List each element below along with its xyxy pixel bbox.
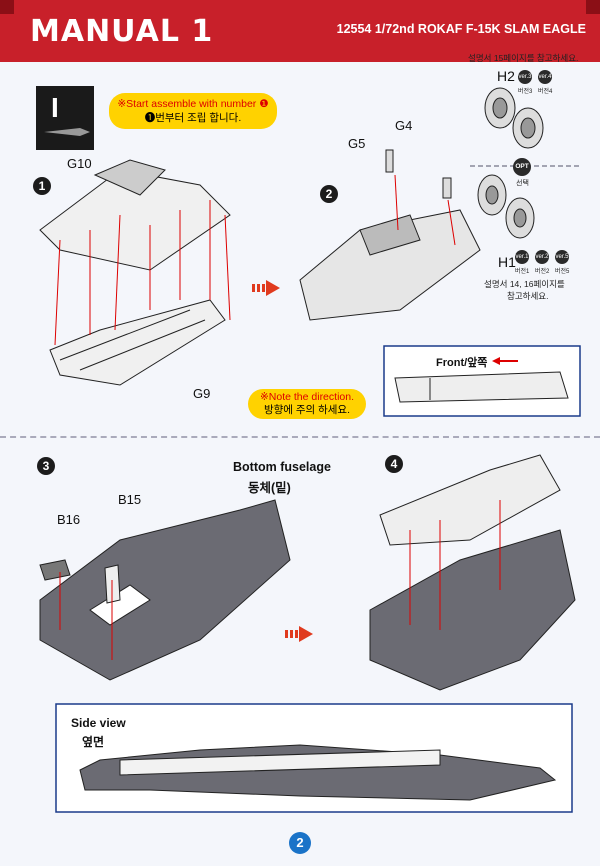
section-letter: I — [51, 92, 59, 123]
start-note-en: ※Start assemble with number ❶ — [117, 98, 269, 110]
ver2-icon: ver.2 — [535, 250, 549, 264]
part-h1-label: H1 — [498, 254, 516, 270]
part-b15-label: B15 — [118, 492, 142, 507]
direction-note-ko: 방향에 주의 하세요. — [263, 404, 351, 416]
direction-inset-art — [394, 371, 569, 403]
ver5-icon: ver.5 — [555, 250, 569, 264]
start-note-pill: ※Start assemble with number ❶ ❶번부터 조립 합니… — [109, 93, 277, 129]
step-3-number: 3 — [37, 457, 55, 475]
ref-page14-16-note-a: 설명서 14, 16페이지를 — [484, 279, 565, 289]
side-view-label-en: Side view — [71, 716, 126, 730]
section-divider — [0, 436, 600, 438]
side-view-label-ko: 옆면 — [82, 735, 105, 749]
arrow-step1-to-2 — [252, 280, 280, 296]
front-label: Front/앞쪽 — [436, 357, 488, 369]
ver3-icon: ver.3 — [518, 70, 532, 84]
step-1-number: 1 — [33, 177, 51, 195]
opt-badge: OPT — [513, 158, 531, 176]
step-4-number: 4 — [385, 455, 403, 473]
ver1-ko: 버전1 — [515, 269, 530, 275]
jet-silhouette-icon — [44, 128, 90, 136]
start-note-ko: ❶번부터 조립 합니다. — [144, 112, 242, 124]
part-g9-label: G9 — [193, 386, 211, 401]
front-arrow-icon — [492, 357, 518, 365]
ver5-ko: 버전5 — [555, 269, 570, 275]
section-badge — [36, 86, 94, 150]
step2-parts-art — [299, 149, 481, 321]
step3-guide-lines — [59, 572, 113, 660]
wheels-h1 — [477, 174, 535, 239]
step2-guide-lines — [394, 174, 456, 246]
kit-title: 12554 1/72nd ROKAF F-15K SLAM EAGLE — [336, 22, 586, 36]
ver2-ko: 버전2 — [535, 269, 550, 275]
bottom-fuselage-label-ko: 동체(밑) — [248, 481, 291, 495]
step4-guide-lines — [409, 500, 501, 630]
ref-page14-16-note-b: 참고하세요. — [507, 291, 549, 301]
step1-parts-art — [39, 159, 231, 386]
opt-ko-label: 선택 — [516, 180, 529, 187]
header-bar: MANUAL 1 12554 1/72nd ROKAF F-15K SLAM E… — [0, 0, 600, 62]
page-title: MANUAL 1 — [30, 14, 214, 49]
direction-note-en: ※Note the direction. — [259, 391, 354, 403]
ver4-ko: 버전4 — [538, 89, 553, 95]
ver4-icon: ver.4 — [538, 70, 552, 84]
part-h2-label: H2 — [497, 68, 515, 84]
step1-guide-lines — [54, 200, 231, 346]
part-g4-label: G4 — [395, 118, 413, 133]
wheels-h2 — [484, 87, 544, 149]
arrow-step3-to-4 — [285, 626, 313, 642]
corner-mark-right — [586, 0, 600, 14]
step-2-number: 2 — [320, 185, 338, 203]
part-g10-label: G10 — [67, 156, 92, 171]
side-view-art — [79, 744, 557, 801]
ver3-ko: 버전3 — [518, 89, 533, 95]
step4-fuselage-art — [369, 454, 576, 691]
corner-mark-left — [0, 0, 14, 14]
part-g5-label: G5 — [348, 136, 366, 151]
step3-fuselage-art — [39, 499, 291, 681]
bottom-fuselage-label-en: Bottom fuselage — [233, 460, 331, 474]
ver1-icon: ver.1 — [515, 250, 529, 264]
direction-note-pill: ※Note the direction. 방향에 주의 하세요. — [248, 389, 366, 419]
ref-page15-note: 설명서 15페이지를 참고하세요. — [468, 53, 579, 63]
page-number: 2 — [289, 832, 311, 854]
part-b16-label: B16 — [57, 512, 81, 527]
